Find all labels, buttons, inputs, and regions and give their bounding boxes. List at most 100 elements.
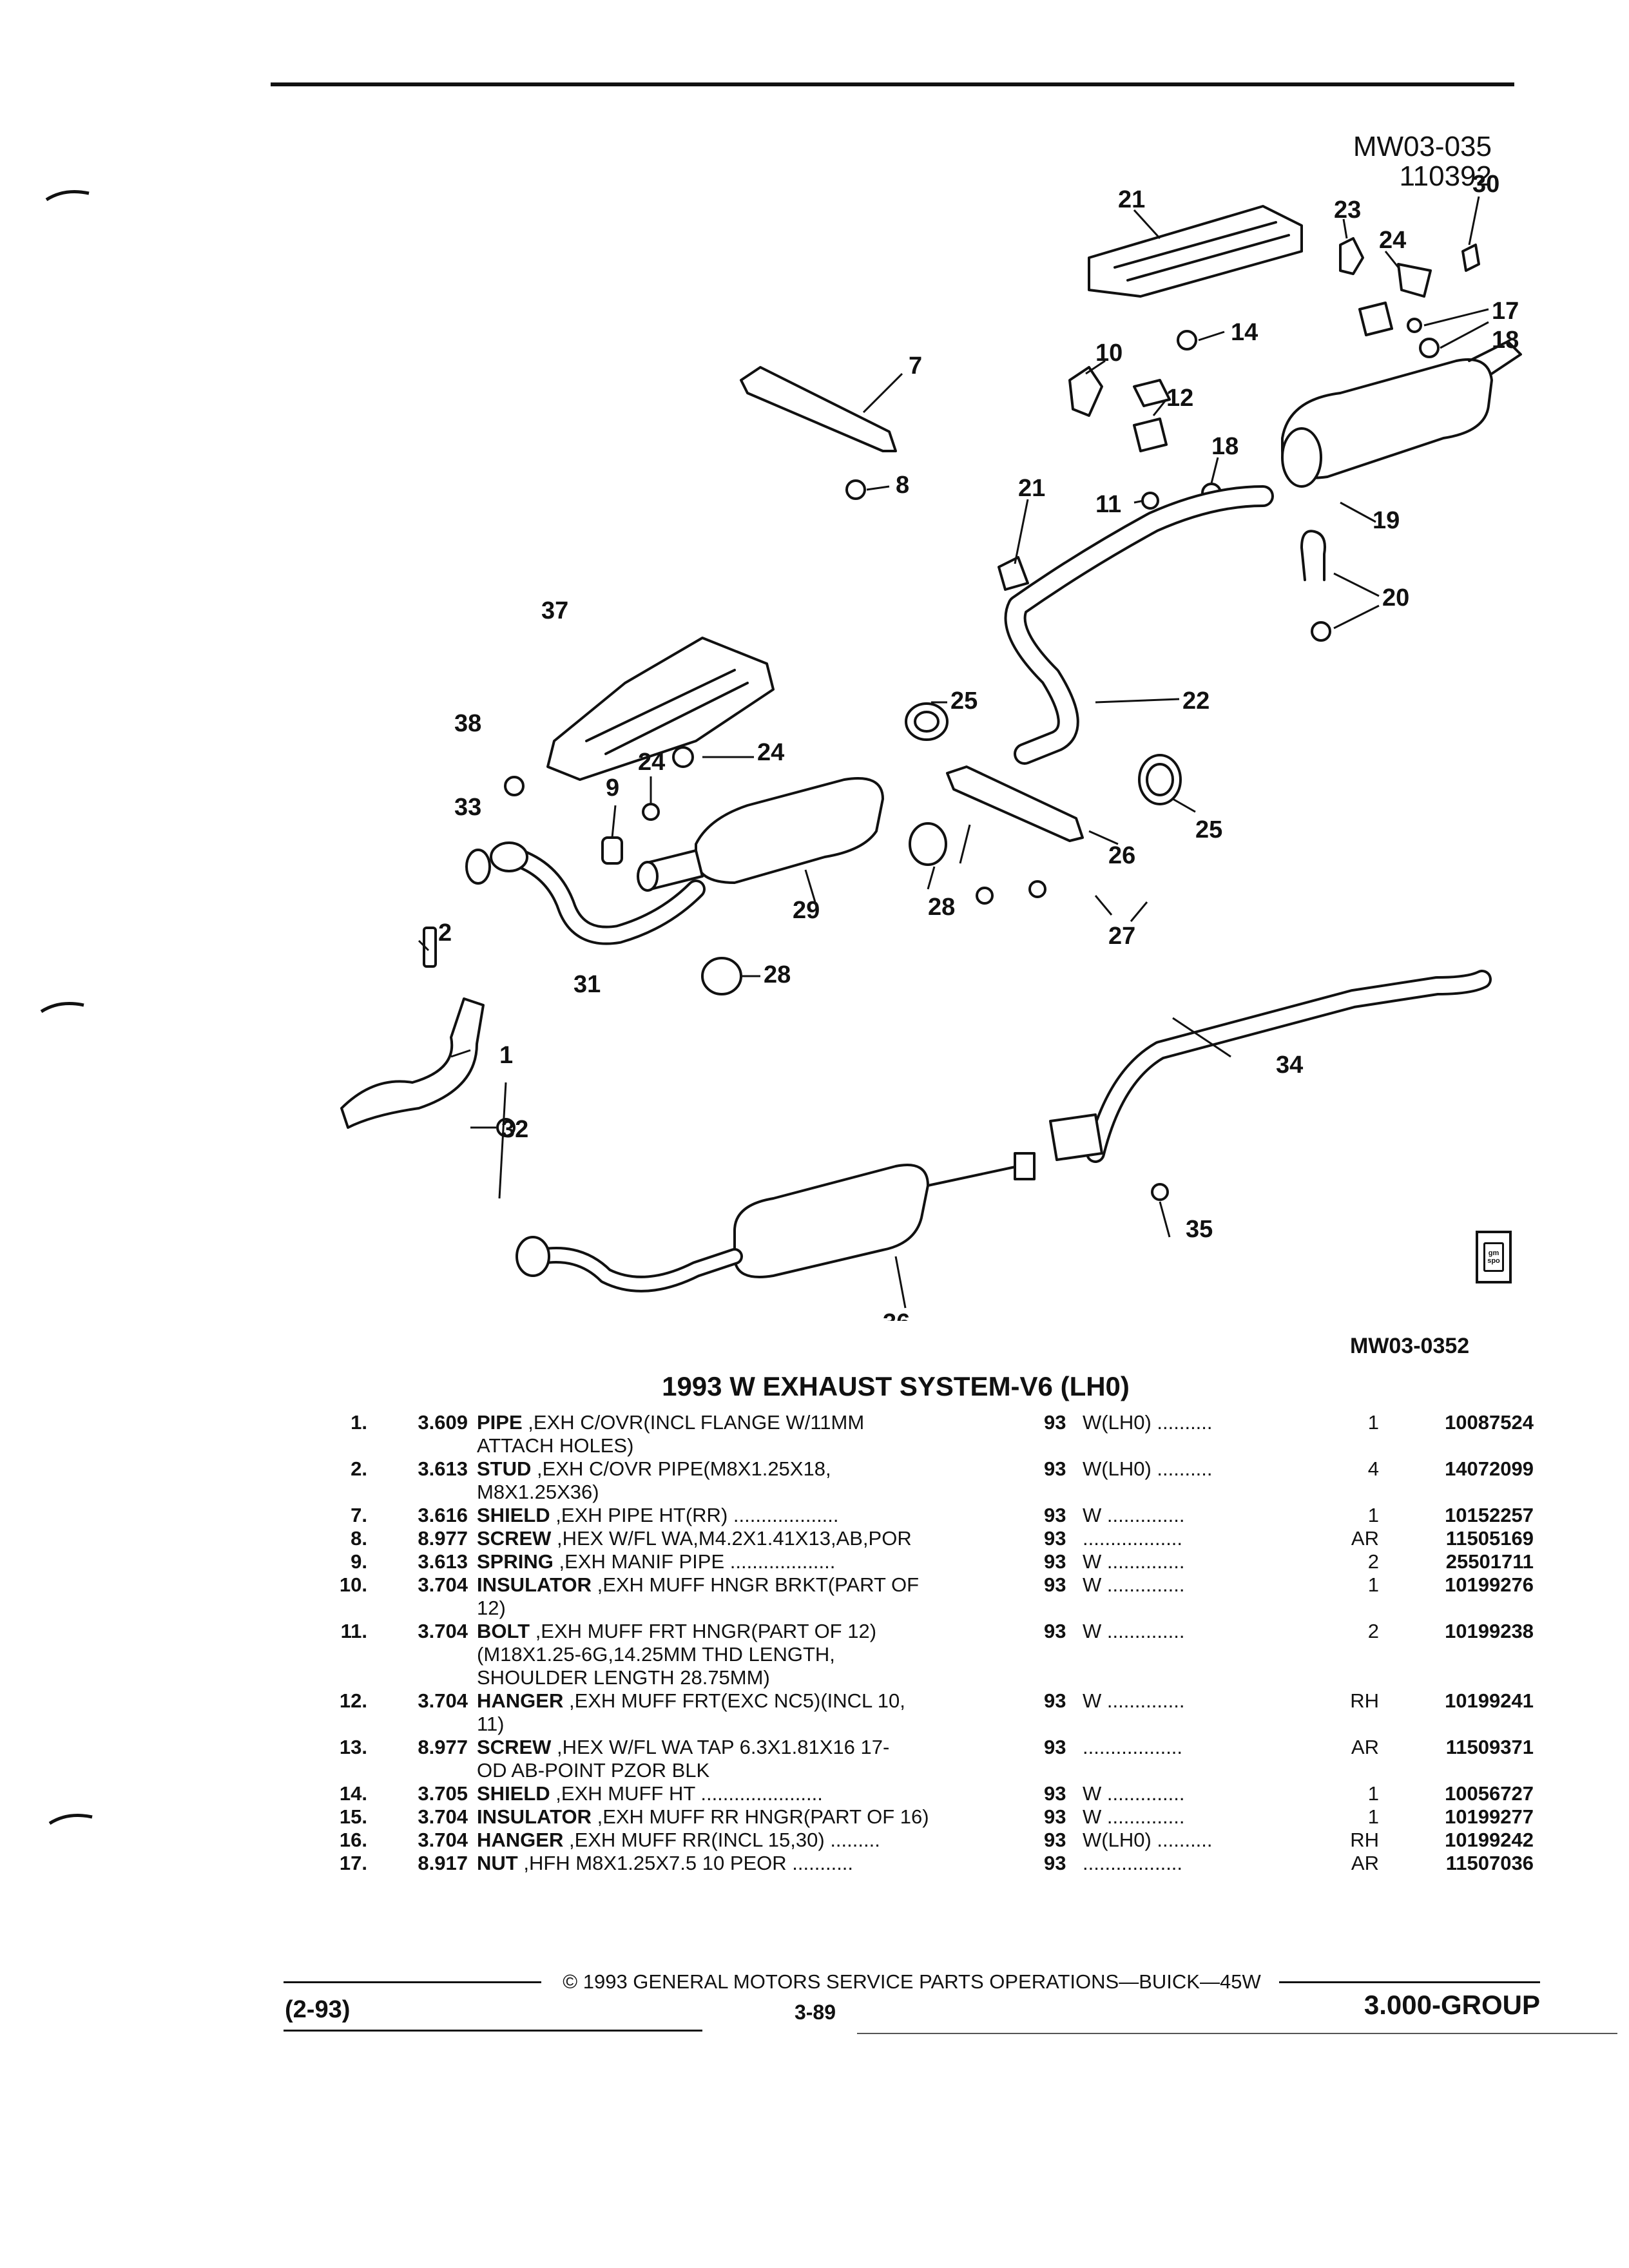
part-description: NUT ,HFH M8X1.25X7.5 10 PEOR ........... [477, 1852, 1044, 1875]
part-37-shield [546, 637, 775, 781]
part-index: 13. [339, 1736, 367, 1758]
callout-28: 28 [928, 894, 955, 921]
part-index: 14. [339, 1782, 367, 1805]
part-28-clamp [909, 822, 947, 866]
part-number: 10199238 [1445, 1620, 1534, 1642]
part-18-nut [1419, 338, 1440, 358]
part-12-hanger [1133, 379, 1171, 407]
part-17-nut [1407, 318, 1422, 333]
section-title: 1993 W EXHAUST SYSTEM-V6 (LH0) [662, 1371, 1130, 1401]
part-group-number: 3.616 [418, 1504, 468, 1526]
part-description-line: ,EXH C/OVR(INCL FLANGE W/11MM [522, 1411, 865, 1434]
part-group-number: 3.704 [418, 1689, 468, 1712]
part-description-line: ,EXH MUFF RR HNGR(PART OF 16) [591, 1805, 929, 1828]
part-year: 93 [1044, 1527, 1066, 1550]
binder-mark [45, 190, 90, 201]
part-index: 9. [351, 1550, 367, 1573]
part-application: W .............. [1083, 1805, 1185, 1828]
part-description-line: (M18X1.25-6G,14.25MM THD LENGTH, [477, 1643, 835, 1666]
part-33-nut [496, 1118, 516, 1137]
bottom-rule [284, 2030, 702, 2032]
callout-29: 29 [793, 897, 820, 924]
part-27-bolt [976, 887, 994, 905]
callout-18: 18 [1492, 327, 1519, 354]
part-index: 16. [339, 1829, 367, 1851]
part-application: W(LH0) .......... [1083, 1457, 1213, 1480]
callout-19: 19 [1373, 507, 1400, 534]
part-year: 93 [1044, 1457, 1066, 1480]
parts-row: 11. 3.704 BOLT ,EXH MUFF FRT HNGR(PART OF … [284, 1620, 1540, 1689]
callout-31: 31 [574, 971, 601, 998]
part-year: 93 [1044, 1852, 1066, 1874]
part-group-number: 3.609 [418, 1411, 468, 1434]
callout-11: 11 [1095, 491, 1121, 518]
footer-page-number: 3-89 [794, 2001, 836, 2024]
callout-14: 21 [1118, 186, 1145, 213]
part-application: W .............. [1083, 1573, 1185, 1596]
diagram-id: MW03-035 [1353, 131, 1492, 162]
part-name: PIPE [477, 1411, 523, 1434]
part-group-number: 3.704 [418, 1620, 468, 1642]
footer-copyright: © 1993 GENERAL MOTORS SERVICE PARTS OPER… [563, 1970, 1261, 1993]
part-year: 93 [1044, 1550, 1066, 1573]
part-description: SPRING ,EXH MANIF PIPE .................… [477, 1550, 1044, 1573]
callout-10: 10 [1095, 340, 1123, 367]
part-index: 11. [340, 1620, 367, 1642]
part-name: BOLT [477, 1620, 530, 1642]
part-group-number: 8.977 [418, 1736, 468, 1758]
part-quantity: AR [1351, 1736, 1379, 1758]
part-description: SHIELD ,EXH PIPE HT(RR) ................… [477, 1504, 1044, 1527]
callout-13: 14 [1231, 319, 1258, 346]
part-name: HANGER [477, 1689, 564, 1712]
part-description-line: ,EXH MANIF PIPE ................... [553, 1550, 836, 1573]
diagram-id-bottom: MW03-0352 [1350, 1334, 1470, 1358]
bottom-rule [857, 2033, 1617, 2034]
callout-21: 21 [1018, 475, 1045, 502]
part-year: 93 [1044, 1829, 1066, 1851]
part-year: 93 [1044, 1782, 1066, 1805]
part-1-crossover [340, 997, 485, 1129]
part-20-clamp [1300, 530, 1326, 581]
part-26-bracket [946, 765, 1084, 842]
part-index: 10. [339, 1573, 367, 1596]
part-description: HANGER ,EXH MUFF FRT(EXC NC5)(INCL 10,11… [477, 1689, 1044, 1736]
part-index: 17. [339, 1852, 367, 1874]
part-number: 11509371 [1445, 1736, 1534, 1758]
part-number: 11505169 [1445, 1527, 1534, 1550]
part-group-number: 8.917 [418, 1852, 468, 1874]
part-description: BOLT ,EXH MUFF FRT HNGR(PART OF 12)(M18X… [477, 1620, 1044, 1689]
callout-20: 20 [1382, 584, 1409, 611]
part-number: 11507036 [1445, 1852, 1534, 1874]
callout-18b: 18 [1211, 433, 1239, 460]
part-index: 7. [351, 1504, 367, 1526]
part-name: HANGER [477, 1829, 564, 1851]
part-36-resonator [733, 1164, 929, 1278]
part-application: W(LH0) .......... [1083, 1829, 1213, 1851]
part-name: STUD [477, 1457, 532, 1480]
part-description-line: ,EXH C/OVR PIPE(M8X1.25X18, [531, 1457, 831, 1480]
part-application: .................. [1083, 1736, 1183, 1758]
part-application: W .............. [1083, 1620, 1185, 1642]
part-name: INSULATOR [477, 1805, 592, 1828]
part-quantity: 4 [1367, 1457, 1379, 1480]
gm-spo-logo-text: gm spo [1483, 1242, 1504, 1272]
callout-9: 9 [606, 774, 619, 802]
part-group-number: 3.613 [418, 1457, 468, 1480]
part-quantity: AR [1351, 1852, 1379, 1874]
part-number: 10199242 [1445, 1829, 1534, 1851]
part-year: 93 [1044, 1504, 1066, 1526]
part-28b-clamp [701, 957, 742, 995]
diagram-date: 110392 [1399, 160, 1492, 192]
parts-row: 17. 8.917 NUT ,HFH M8X1.25X7.5 10 PEOR ...… [284, 1852, 1540, 1875]
part-description-line: 12) [477, 1597, 506, 1619]
part-description: HANGER ,EXH MUFF RR(INCL 15,30) ........… [477, 1829, 1044, 1852]
callout-16: 24 [1379, 227, 1406, 254]
part-description: STUD ,EXH C/OVR PIPE(M8X1.25X18,M8X1.25X… [477, 1457, 1044, 1504]
part-number: 10199276 [1445, 1573, 1534, 1596]
